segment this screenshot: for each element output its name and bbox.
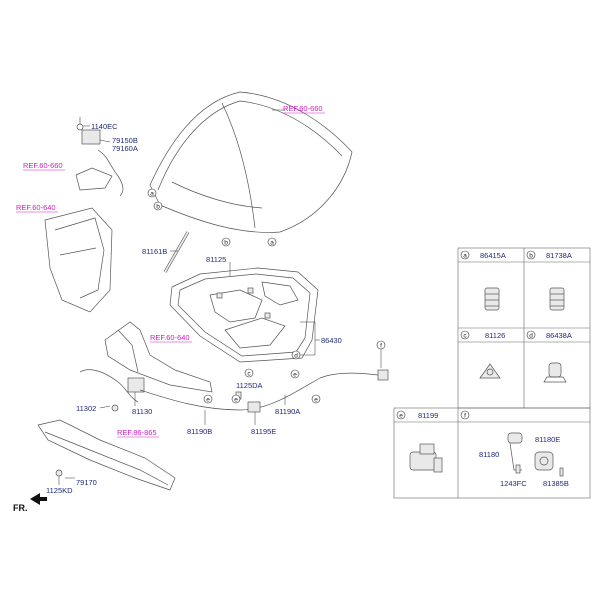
hood-lock-striker (75, 117, 124, 197)
hood-inner-panel (169, 267, 319, 363)
callout-b-2: b (224, 240, 228, 247)
latch-switch-81199 (409, 443, 443, 473)
label-81190A: 81190A (275, 407, 300, 416)
bumper-stopper-86415A (484, 287, 500, 311)
table-letter-e: e (399, 413, 403, 420)
callout-a-2: a (270, 240, 274, 247)
label-81130: 81130 (132, 407, 152, 416)
bumper-beam (37, 419, 176, 491)
hood-panel (149, 91, 353, 233)
label-1140EC: 1140EC (91, 122, 118, 131)
clip-86438A (543, 362, 567, 383)
callout-b-1: b (156, 204, 160, 211)
release-handle-assy (507, 432, 564, 477)
label-11302: 11302 (76, 404, 96, 413)
bumper-stopper-81738A (549, 287, 565, 311)
drawing-callouts: a b b a d c e e e e f (147, 188, 386, 404)
table-letter-a: a (463, 253, 467, 260)
table-letter-b: b (529, 253, 533, 260)
ref-label-hood: REF.60-660 (283, 104, 323, 113)
label-1125KD: 1125KD (46, 486, 73, 495)
ref-label-support: REF.60-640 (150, 333, 190, 342)
table-letter-f: f (464, 413, 466, 420)
clip-81126 (479, 363, 501, 379)
leader-lines (58, 109, 320, 485)
label-81125: 81125 (206, 255, 226, 264)
label-79150B: 79150B (112, 136, 138, 145)
gas-strut (163, 231, 190, 273)
table-part-81738A: 81738A (546, 251, 572, 260)
front-structure (44, 207, 113, 313)
callout-a-1: a (150, 191, 154, 198)
label-81190B: 81190B (187, 427, 212, 436)
ref-label-bumper: REF.86-865 (117, 428, 157, 437)
callout-f: f (380, 343, 382, 350)
table-part-86415A: 86415A (480, 251, 506, 260)
callout-e-3: e (234, 397, 238, 404)
table-part-81385B: 81385B (543, 479, 569, 488)
front-direction-indicator: FR. (13, 493, 47, 513)
callout-e-2: e (206, 397, 210, 404)
callout-e-1: e (293, 372, 297, 379)
label-79170: 79170 (76, 478, 97, 487)
label-79160A: 79160A (112, 144, 138, 153)
callout-e-4: e (314, 397, 318, 404)
release-cable (139, 369, 389, 413)
label-86430: 86430 (321, 336, 342, 345)
table-part-86438A: 86438A (546, 331, 572, 340)
part-labels: 1140EC 79150B 79160A 81161B 81125 86430 … (46, 122, 342, 495)
parts-table: a 86415A b 81738A c 81126 d 86438A e 811… (393, 247, 591, 499)
table-part-81180E: 81180E (535, 435, 560, 444)
radiator-support (79, 321, 213, 403)
label-81195E: 81195E (251, 427, 276, 436)
table-letter-d: d (529, 333, 533, 340)
callout-d: d (294, 353, 298, 360)
ref-label-latch: REF.60-660 (23, 161, 63, 170)
label-1125DA: 1125DA (236, 381, 263, 390)
direction-label: FR. (13, 503, 28, 513)
table-letter-c: c (463, 333, 467, 340)
ref-label-fender: REF.60-640 (16, 203, 56, 212)
table-part-81180: 81180 (479, 450, 499, 459)
table-part-1243FC: 1243FC (500, 479, 527, 488)
reference-labels: REF.60-660 REF.60-660 REF.60-640 REF.60-… (16, 104, 325, 438)
arrow-icon (30, 493, 47, 505)
table-part-81199: 81199 (418, 411, 438, 420)
label-81161B: 81161B (142, 247, 167, 256)
table-part-81126: 81126 (485, 331, 505, 340)
callout-c: c (247, 371, 251, 378)
